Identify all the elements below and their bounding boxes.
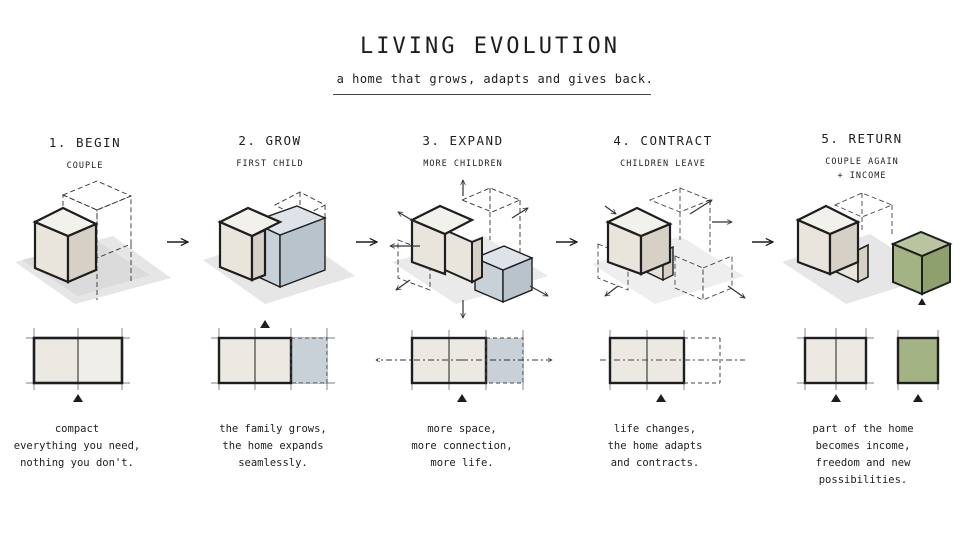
step-4-caption-line: the home adapts (607, 440, 703, 452)
step-2-caption-line: seamlessly. (238, 457, 308, 469)
step-4-header: 4. CONTRACT CHILDREN LEAVE (578, 133, 748, 171)
step-1-caption-line: everything you need, (13, 440, 141, 452)
step-4-plan (600, 330, 745, 402)
step-5-caption-line: possibilities. (818, 474, 908, 486)
step-3-plan (376, 330, 552, 402)
step-2-isometric (203, 191, 355, 304)
step-5-title: 5. RETURN (821, 131, 903, 146)
diagram-subtitle: a home that grows, adapts and gives back… (336, 72, 654, 86)
step-1-title: 1. BEGIN (48, 135, 122, 150)
step-3-caption-line: more space, (427, 423, 497, 435)
step-3-subtitle: MORE CHILDREN (423, 159, 503, 169)
step-1-isometric (15, 180, 171, 304)
subtitle-underline (333, 94, 651, 95)
step-1-caption-line: nothing you don't. (20, 457, 134, 469)
step-5-header: 5. RETURN COUPLE AGAIN + INCOME (777, 131, 947, 183)
step-5-caption-line: becomes income, (815, 440, 911, 452)
step-1-header: 1. BEGIN COUPLE (0, 135, 170, 173)
step-5-subtitle: COUPLE AGAIN + INCOME (777, 155, 947, 183)
step-4-caption-line: life changes, (613, 423, 697, 435)
step-4-title: 4. CONTRACT (613, 133, 713, 148)
step-5-caption-line: freedom and new (815, 457, 911, 469)
step-3-caption-line: more life. (430, 457, 494, 469)
step-3-isometric (390, 180, 548, 318)
step-2-subtitle: FIRST CHILD (236, 159, 304, 169)
step-2-header: 2. GROW FIRST CHILD (185, 133, 355, 171)
step-1-caption: compact everything you need, nothing you… (0, 421, 162, 472)
step-3-caption-line: more connection, (411, 440, 513, 452)
step-5-caption: part of the home becomes income, freedom… (778, 421, 948, 489)
step-4-caption: life changes, the home adapts and contra… (570, 421, 740, 472)
step-2-caption-line: the family grows, (219, 423, 327, 435)
step-3-caption: more space, more connection, more life. (377, 421, 547, 472)
step-3-title: 3. EXPAND (422, 133, 504, 148)
step-4-subtitle: CHILDREN LEAVE (620, 159, 706, 169)
step-5-subtitle-line-2: + INCOME (837, 171, 887, 181)
step-2-caption: the family grows, the home expands seaml… (188, 421, 358, 472)
diagram-title: LIVING EVOLUTION (360, 34, 620, 59)
step-5-caption-line: part of the home (812, 423, 914, 435)
step-4-caption-line: and contracts. (610, 457, 700, 469)
step-2-title: 2. GROW (238, 133, 302, 148)
step-1-caption-line: compact (54, 423, 100, 435)
step-2-plan (211, 320, 335, 390)
step-3-header: 3. EXPAND MORE CHILDREN (378, 133, 548, 171)
step-1-plan (26, 328, 130, 402)
step-5-subtitle-line-1: COUPLE AGAIN (825, 157, 899, 167)
step-5-plan (797, 328, 940, 402)
step-5-isometric (782, 192, 953, 305)
step-4-isometric (592, 187, 745, 304)
step-2-caption-line: the home expands (222, 440, 324, 452)
step-1-subtitle: COUPLE (66, 161, 104, 171)
